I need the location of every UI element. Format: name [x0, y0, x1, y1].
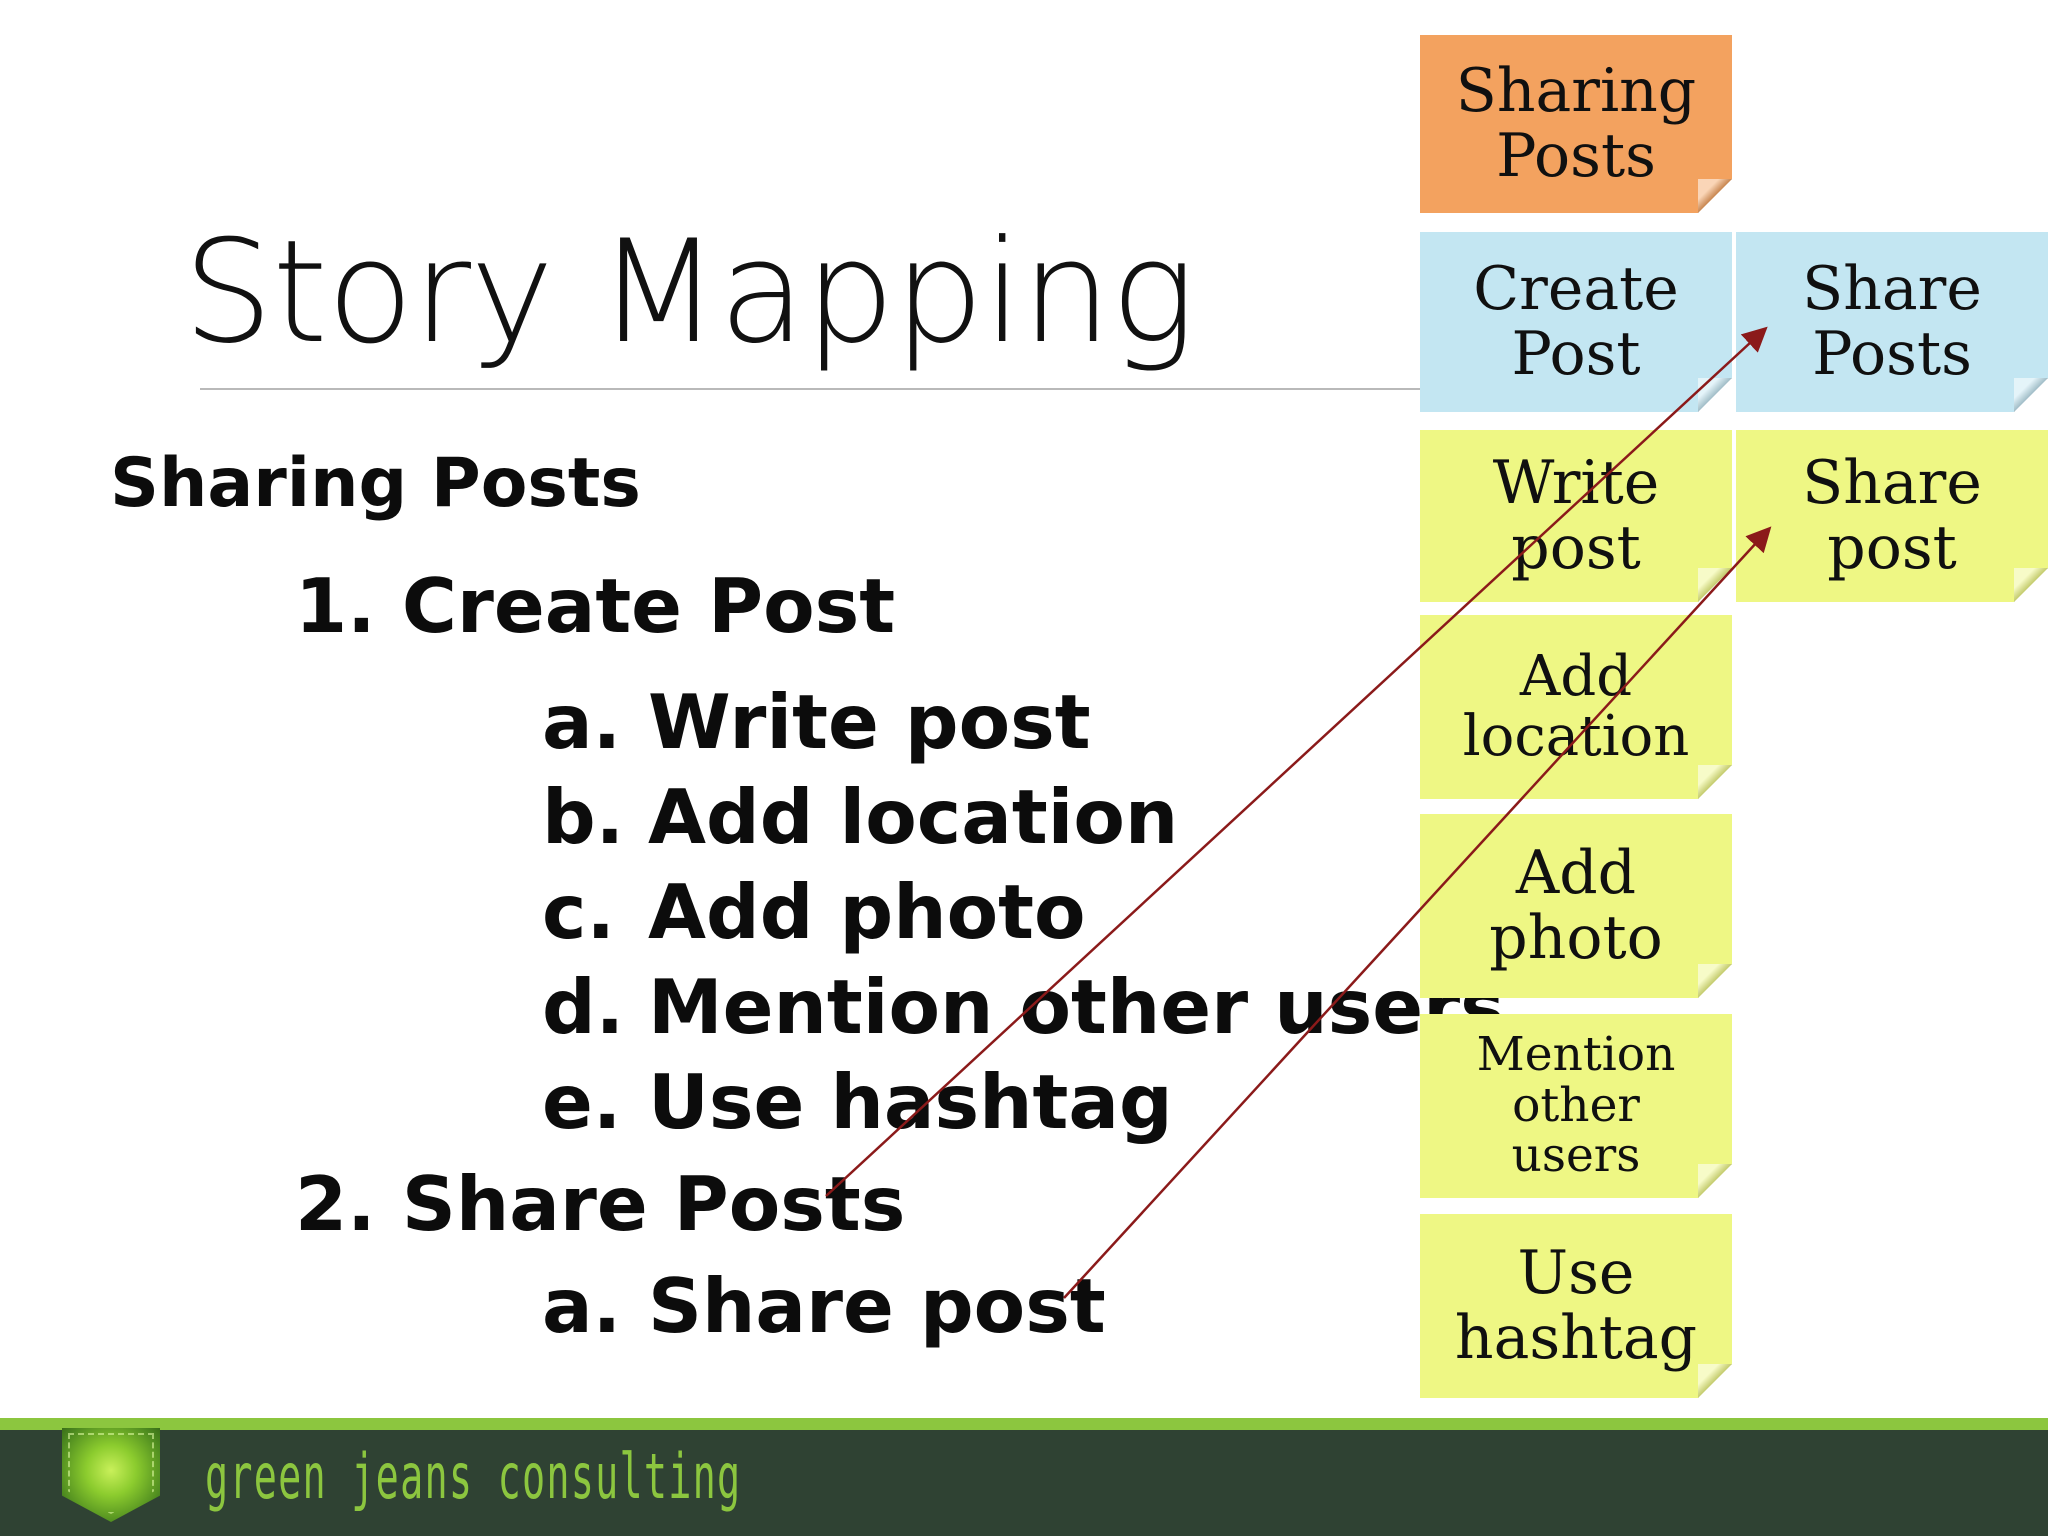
sticky-note-text: Add photo — [1489, 838, 1663, 973]
outline-label: Mention other users — [648, 963, 1505, 1051]
outline-item-share-posts: 2. Share Posts — [295, 1160, 905, 1248]
outline-number: 1. — [295, 562, 376, 650]
outline-number: 2. — [295, 1160, 376, 1248]
outline-label: Write post — [648, 678, 1091, 766]
footer-bar — [0, 1430, 2048, 1536]
sticky-note-text: Create Post — [1473, 254, 1679, 389]
outline-label: Use hashtag — [648, 1058, 1173, 1146]
sticky-note-story-add-location: Add location — [1420, 615, 1732, 799]
sticky-note-text: Write post — [1492, 448, 1660, 583]
sticky-note-story-write-post: Write post — [1420, 430, 1732, 602]
outline-mark: a. — [542, 1262, 622, 1350]
sticky-note-story-use-hashtag: Use hashtag — [1420, 1214, 1732, 1398]
sticky-note-task-share-posts: Share Posts — [1736, 232, 2048, 412]
outline-label: Share Posts — [401, 1160, 906, 1248]
sticky-note-text: Sharing Posts — [1455, 56, 1697, 191]
outline-label: Create Post — [401, 562, 896, 650]
sticky-note-task-create-post: Create Post — [1420, 232, 1732, 412]
outline-item-use-hashtag: e. Use hashtag — [542, 1058, 1173, 1146]
sticky-note-story-share-post: Share post — [1736, 430, 2048, 602]
sticky-note-story-add-photo: Add photo — [1420, 814, 1732, 998]
sticky-note-text: Add location — [1462, 643, 1690, 769]
outline-heading: Sharing Posts — [110, 444, 641, 523]
outline-mark: b. — [542, 773, 625, 861]
sticky-note-story-mention-users: Mention other users — [1420, 1014, 1732, 1198]
slide-title: Story Mapping — [183, 210, 1196, 375]
outline-item-add-location: b. Add location — [542, 773, 1178, 861]
outline-item-create-post: 1. Create Post — [295, 562, 895, 650]
outline-label: Share post — [648, 1262, 1106, 1350]
outline-mark: c. — [542, 868, 615, 956]
sticky-note-text: Use hashtag — [1454, 1238, 1698, 1373]
outline-label: Add photo — [648, 868, 1086, 956]
outline-item-write-post: a. Write post — [542, 678, 1091, 766]
title-divider — [200, 388, 1420, 390]
sticky-note-text: Mention other users — [1476, 1026, 1676, 1184]
sticky-note-text: Share Posts — [1802, 254, 1982, 389]
outline-label: Add location — [648, 773, 1179, 861]
outline-mark: a. — [542, 678, 622, 766]
outline-item-mention-users: d. Mention other users — [542, 963, 1505, 1051]
outline-mark: e. — [542, 1058, 622, 1146]
outline-item-add-photo: c. Add photo — [542, 868, 1086, 956]
brand-name: green jeans consulting — [205, 1440, 742, 1513]
outline-mark: d. — [542, 963, 625, 1051]
sticky-note-activity: Sharing Posts — [1420, 35, 1732, 213]
sticky-note-text: Share post — [1802, 448, 1982, 583]
footer-accent-bar — [0, 1418, 2048, 1430]
outline-item-share-post: a. Share post — [542, 1262, 1106, 1350]
